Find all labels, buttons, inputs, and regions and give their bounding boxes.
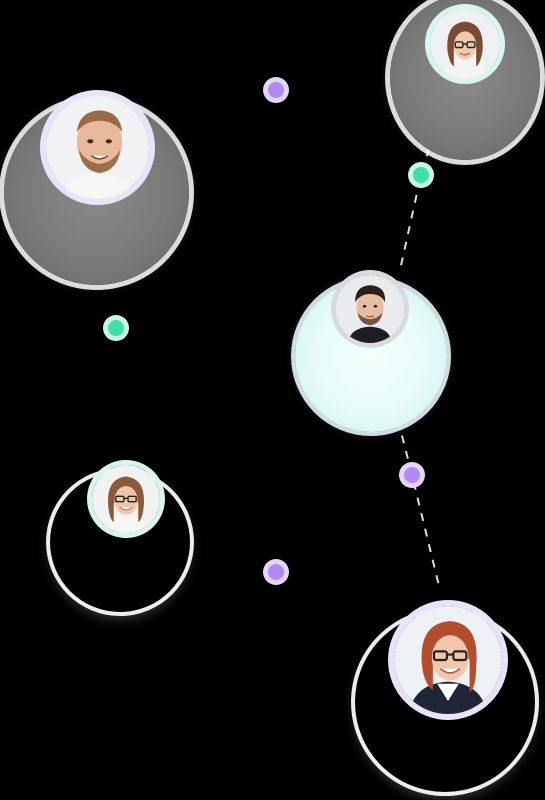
profile-avatar-bottom-right[interactable] (388, 600, 508, 720)
profile-avatar-top-left[interactable] (40, 90, 155, 205)
violet-connector-dot (268, 82, 284, 98)
bald-bearded-man-portrait-icon (46, 96, 149, 199)
dark-haired-man-portrait-icon (336, 275, 404, 343)
profile-avatar-top-right[interactable] (425, 4, 505, 84)
mint-connector-dot (413, 167, 429, 183)
violet-connector-dot (268, 564, 284, 580)
woman-glasses-portrait-icon (430, 9, 500, 79)
mint-connector-dot (108, 320, 124, 336)
violet-connector-dot (404, 467, 420, 483)
woman-glasses-portrait-icon (92, 465, 160, 533)
profile-avatar-middle-right[interactable] (331, 270, 409, 348)
profile-avatar-lower-left[interactable] (87, 460, 165, 538)
redhead-woman-glasses-portrait-icon (394, 606, 502, 714)
